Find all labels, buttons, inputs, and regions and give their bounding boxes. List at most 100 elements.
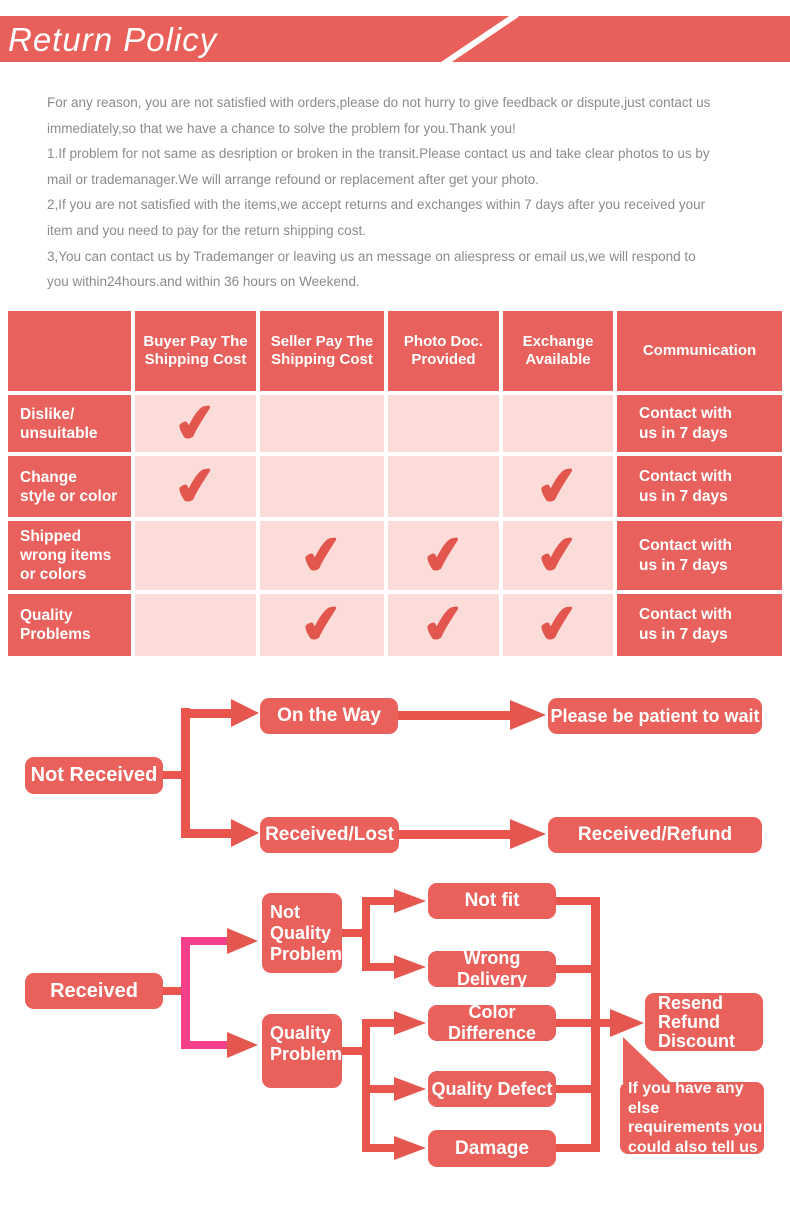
text-line: 2,If you are not satisfied with the item…	[47, 197, 706, 213]
flow-node-not-quality-problem: Not Quality Problem	[262, 893, 342, 973]
table-cell-note: Contact with us in 7 days	[617, 594, 782, 656]
table-cell-empty	[503, 395, 613, 452]
connector-line	[181, 708, 190, 838]
connector-line	[362, 1085, 394, 1093]
arrowhead-icon	[394, 1011, 426, 1035]
connector-line	[362, 1144, 394, 1152]
flow-node-quality-problem: Quality Problem	[262, 1014, 342, 1088]
connector-line	[399, 830, 510, 839]
arrowhead-icon	[227, 928, 258, 954]
checkmark-icon: ✔	[296, 593, 348, 657]
intro-text: For any reason, you are not satisfied wi…	[47, 90, 747, 295]
table-cell-check: ✔	[388, 521, 499, 590]
header-banner	[0, 16, 790, 62]
flow-node-not-fit: Not fit	[428, 883, 556, 919]
page-title: Return Policy	[8, 21, 218, 58]
connector-line	[556, 965, 592, 973]
connector-line	[342, 1047, 362, 1055]
flow-node-received-lost: Received/Lost	[260, 817, 399, 853]
connector-line	[181, 829, 231, 838]
text-line: 1.If problem for not same as desription …	[47, 146, 710, 162]
table-cell-check: ✔	[503, 521, 613, 590]
table-cell-empty	[135, 521, 256, 590]
connector-line	[591, 897, 600, 1152]
table-header-buyer-pay: Buyer Pay The Shipping Cost	[135, 311, 256, 391]
table-cell-check: ✔	[503, 454, 613, 519]
table-row-label: Shipped wrong items or colors	[8, 521, 131, 590]
checkmark-icon: ✔	[532, 523, 584, 588]
connector-line	[362, 897, 394, 905]
flow-node-on-the-way: On the Way	[260, 698, 398, 734]
text-line: 3,You can contact us by Trademanger or l…	[47, 248, 696, 264]
flow-node-not-received: Not Received	[25, 757, 163, 794]
connector-line	[556, 1019, 592, 1027]
connector-line	[398, 711, 510, 720]
arrowhead-icon	[510, 819, 546, 849]
table-cell-empty	[135, 594, 256, 656]
flow-node-damage: Damage	[428, 1130, 556, 1167]
table-cell-check: ✔	[135, 454, 256, 519]
connector-line	[362, 963, 394, 971]
arrowhead-icon	[394, 1077, 426, 1101]
flow-node-please-wait: Please be patient to wait	[548, 698, 762, 734]
table-cell-empty	[388, 456, 499, 517]
checkmark-icon: ✔	[296, 523, 348, 588]
flow-node-received: Received	[25, 973, 163, 1009]
table-cell-check: ✔	[260, 521, 384, 590]
table-header-seller-pay: Seller Pay The Shipping Cost	[260, 311, 384, 391]
text-line: mail or trademanager.We will arrange ref…	[47, 171, 540, 187]
table-corner-cell	[8, 311, 131, 391]
table-row-label: Quality Problems	[8, 594, 131, 656]
checkmark-icon: ✔	[169, 454, 222, 519]
table-cell-note: Contact with us in 7 days	[617, 456, 782, 517]
speech-bubble-note: If you have any else requirements you co…	[620, 1080, 764, 1156]
table-row-label: Change style or color	[8, 456, 131, 517]
arrowhead-icon	[394, 955, 426, 979]
connector-line	[362, 1019, 394, 1027]
table-row-label: Dislike/ unsuitable	[8, 395, 131, 452]
speech-bubble-tail	[623, 1037, 671, 1083]
table-cell-empty	[260, 395, 384, 452]
table-cell-empty	[260, 456, 384, 517]
connector-line	[181, 709, 231, 718]
table-cell-empty	[388, 395, 499, 452]
text-line: immediately,so that we have a chance to …	[47, 120, 516, 136]
connector-line-pink	[181, 937, 227, 945]
connector-line	[362, 1019, 370, 1149]
return-policy-table: Buyer Pay The Shipping Cost Seller Pay T…	[8, 311, 782, 657]
table-header-communication: Communication	[617, 311, 782, 391]
arrowhead-icon	[510, 700, 546, 730]
checkmark-icon: ✔	[417, 523, 470, 588]
arrowhead-icon	[394, 1136, 426, 1160]
table-header-exchange: Exchange Available	[503, 311, 613, 391]
table-cell-note: Contact with us in 7 days	[617, 395, 782, 452]
connector-line-pink	[181, 1041, 227, 1049]
connector-line-pink	[181, 937, 190, 1049]
checkmark-icon: ✔	[169, 391, 222, 456]
arrowhead-icon	[394, 889, 426, 913]
table-cell-check: ✔	[135, 391, 256, 456]
flow-node-received-refund: Received/Refund	[548, 817, 762, 853]
arrowhead-icon	[610, 1009, 644, 1037]
connector-line	[163, 987, 181, 995]
checkmark-icon: ✔	[417, 593, 470, 657]
text-line: you within24hours.and within 36 hours on…	[47, 274, 360, 290]
table-cell-note: Contact with us in 7 days	[617, 521, 782, 590]
table-cell-check: ✔	[388, 593, 499, 657]
connector-line	[556, 1144, 592, 1152]
flow-node-color-difference: Color Difference	[428, 1002, 556, 1043]
arrowhead-icon	[227, 1032, 258, 1058]
flow-node-quality-defect: Quality Defect	[428, 1071, 556, 1107]
connector-line	[556, 897, 592, 905]
table-cell-check: ✔	[503, 593, 613, 657]
table-header-photo-doc: Photo Doc. Provided	[388, 311, 499, 391]
arrowhead-icon	[231, 699, 259, 727]
connector-line	[163, 771, 182, 779]
connector-line	[342, 929, 362, 937]
text-line: For any reason, you are not satisfied wi…	[47, 95, 711, 110]
checkmark-icon: ✔	[532, 454, 584, 519]
arrowhead-icon	[231, 819, 259, 847]
checkmark-icon: ✔	[532, 593, 584, 657]
banner-diagonal-stripe	[439, 16, 519, 62]
